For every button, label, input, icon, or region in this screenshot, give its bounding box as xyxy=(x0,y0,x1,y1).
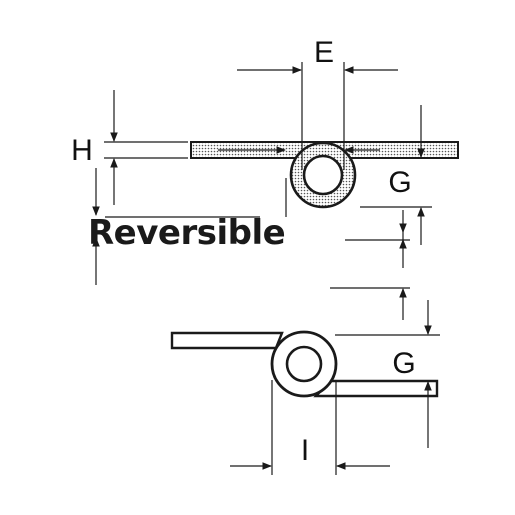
bottom-hinge xyxy=(170,330,439,398)
label-g-top: G xyxy=(388,166,411,199)
dimension-g-top: G xyxy=(330,105,432,320)
top-pin-hole xyxy=(302,154,344,196)
label-e: E xyxy=(314,36,334,69)
dimension-h: H xyxy=(71,90,188,205)
bottom-pin-hole xyxy=(285,345,323,383)
title-reversible: Reversible xyxy=(88,213,285,253)
dimension-i: I xyxy=(230,380,390,475)
label-h: H xyxy=(71,134,93,167)
bottom-left-leaf xyxy=(170,331,284,350)
dimension-g-bottom: G xyxy=(335,300,440,448)
dimension-left-fragment xyxy=(92,168,287,285)
bottom-right-leaf xyxy=(313,379,439,398)
top-hinge xyxy=(190,141,459,209)
label-i: I xyxy=(301,434,309,467)
label-g-bottom: G xyxy=(392,347,415,380)
dimension-e: E xyxy=(237,36,398,170)
